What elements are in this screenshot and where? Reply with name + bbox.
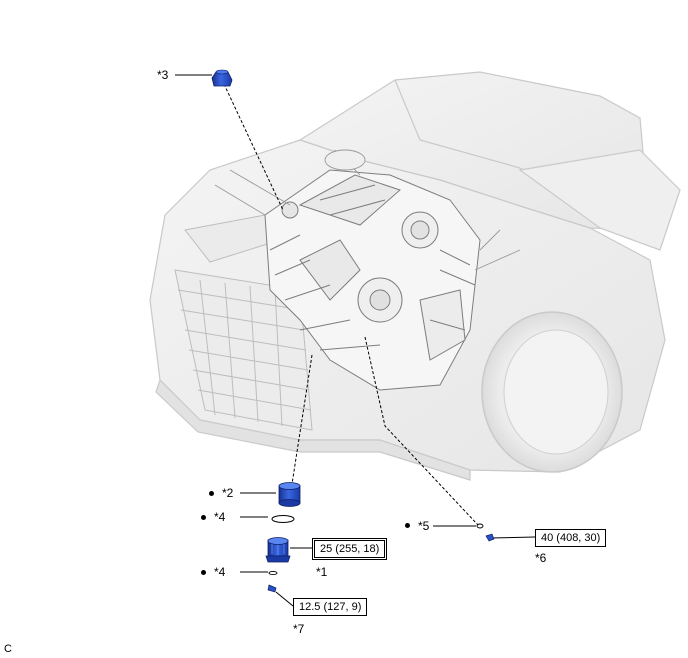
callout-2: *2 xyxy=(222,486,234,500)
engine-bay xyxy=(214,149,521,271)
callout-6: *6 xyxy=(535,551,547,565)
o-ring-lower xyxy=(268,570,278,576)
leader-lines xyxy=(175,74,536,607)
cap-part-3 xyxy=(211,69,233,87)
engine-assembly xyxy=(264,169,481,391)
callout-5: *5 xyxy=(418,519,430,533)
callout-7: *7 xyxy=(293,622,305,636)
bullet-dot xyxy=(405,523,410,528)
housing-cap-part-1 xyxy=(265,537,291,563)
callout-1: *1 xyxy=(316,565,328,579)
torque-spec-6: 40 (408, 30) xyxy=(535,529,607,547)
figure-code: C xyxy=(4,643,12,655)
callout-4-upper: *4 xyxy=(214,510,226,524)
element-part-2 xyxy=(278,482,301,507)
torque-spec-1: 25 (255, 18) xyxy=(311,538,388,560)
bullet-dot xyxy=(201,515,206,520)
callout-3: *3 xyxy=(157,68,169,82)
bullet-dot xyxy=(201,570,206,575)
drain-plug-part-7 xyxy=(267,584,277,593)
callout-4-lower: *4 xyxy=(214,565,226,579)
gasket-part-5 xyxy=(476,523,484,529)
torque-spec-7: 12.5 (127, 9) xyxy=(293,598,368,616)
bullet-dot xyxy=(209,491,214,496)
front-wheel xyxy=(481,311,623,473)
front-grille xyxy=(174,269,313,431)
o-ring-upper xyxy=(271,515,295,523)
plug-part-6 xyxy=(485,533,495,542)
